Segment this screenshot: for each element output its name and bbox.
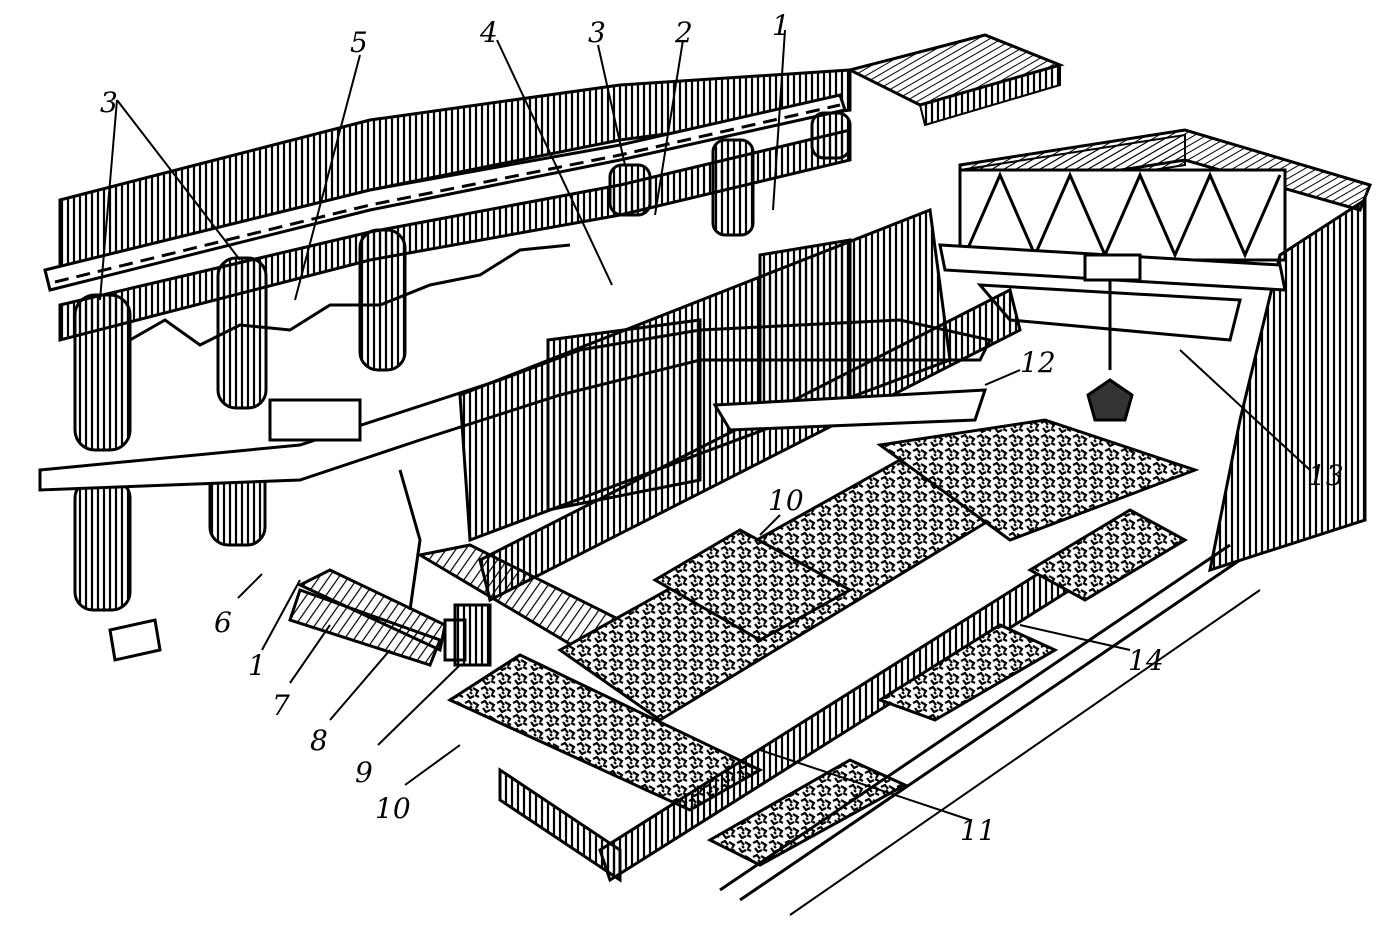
callout-10-bottom: 10 xyxy=(375,792,411,825)
callout-9: 9 xyxy=(355,756,373,789)
callout-10-center: 10 xyxy=(768,484,804,517)
central-walls xyxy=(458,207,1022,603)
rail-cars xyxy=(706,508,1261,916)
callout-14: 14 xyxy=(1128,644,1164,677)
callout-3-center: 3 xyxy=(588,16,606,49)
callout-3-left: 3 xyxy=(100,86,118,119)
callout-7: 7 xyxy=(272,689,290,722)
scrap-bins-left xyxy=(446,418,1200,883)
callout-4: 4 xyxy=(479,16,498,49)
roof-left xyxy=(845,33,1065,127)
callout-labels: 1 2 3 3 4 5 6 1 7 8 9 10 10 11 12 13 14 xyxy=(100,9,1344,847)
left-silos xyxy=(73,111,852,612)
callout-6: 6 xyxy=(214,606,232,639)
callout-1-bottom: 1 xyxy=(248,649,266,682)
callout-12: 12 xyxy=(1020,346,1056,379)
callout-8: 8 xyxy=(310,724,328,757)
callout-13: 13 xyxy=(1308,459,1344,492)
callout-11: 11 xyxy=(960,814,996,847)
callout-1-top: 1 xyxy=(772,9,790,42)
callout-2: 2 xyxy=(674,16,693,49)
leader-lines xyxy=(99,29,1311,821)
conveyor xyxy=(108,568,492,667)
callout-5: 5 xyxy=(350,26,368,59)
